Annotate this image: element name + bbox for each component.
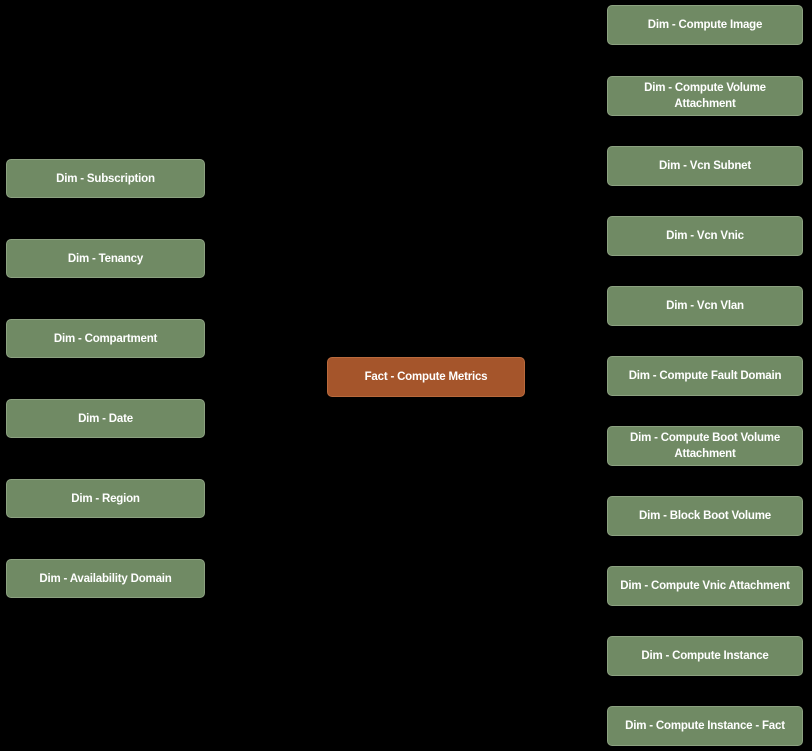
- node-dim-date[interactable]: Dim - Date: [6, 399, 205, 438]
- node-dim-compute-fault-domain[interactable]: Dim - Compute Fault Domain: [607, 356, 803, 396]
- node-dim-vcn-vlan[interactable]: Dim - Vcn Vlan: [607, 286, 803, 326]
- node-dim-vcn-vnic[interactable]: Dim - Vcn Vnic: [607, 216, 803, 256]
- node-fact-compute-metrics[interactable]: Fact - Compute Metrics: [327, 357, 525, 397]
- node-dim-region[interactable]: Dim - Region: [6, 479, 205, 518]
- node-dim-compute-boot-volume-attachment[interactable]: Dim - Compute Boot Volume Attachment: [607, 426, 803, 466]
- node-dim-block-boot-volume[interactable]: Dim - Block Boot Volume: [607, 496, 803, 536]
- node-dim-compute-volume-attachment[interactable]: Dim - Compute Volume Attachment: [607, 76, 803, 116]
- node-dim-compute-instance-fact[interactable]: Dim - Compute Instance - Fact: [607, 706, 803, 746]
- node-dim-compartment[interactable]: Dim - Compartment: [6, 319, 205, 358]
- node-dim-availability-domain[interactable]: Dim - Availability Domain: [6, 559, 205, 598]
- node-dim-vcn-subnet[interactable]: Dim - Vcn Subnet: [607, 146, 803, 186]
- node-dim-tenancy[interactable]: Dim - Tenancy: [6, 239, 205, 278]
- node-dim-compute-vnic-attachment[interactable]: Dim - Compute Vnic Attachment: [607, 566, 803, 606]
- node-dim-subscription[interactable]: Dim - Subscription: [6, 159, 205, 198]
- node-dim-compute-instance[interactable]: Dim - Compute Instance: [607, 636, 803, 676]
- node-dim-compute-image[interactable]: Dim - Compute Image: [607, 5, 803, 45]
